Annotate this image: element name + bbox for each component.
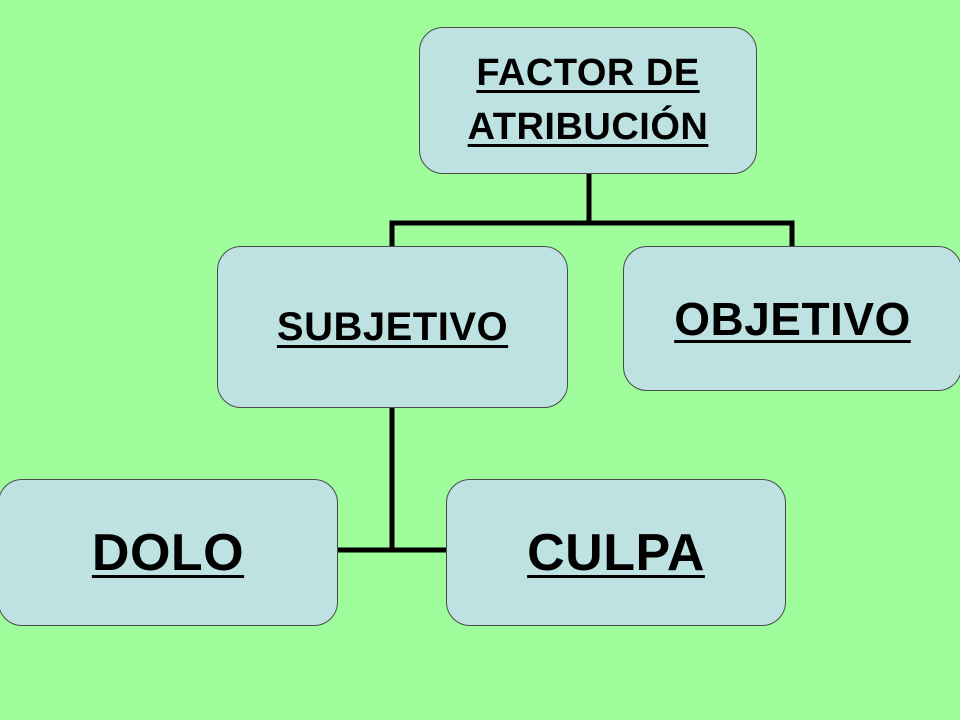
- node-objetivo: OBJETIVO: [623, 246, 960, 391]
- node-dolo-label: DOLO: [91, 523, 245, 582]
- node-factor-de-atribucion-label: FACTOR DE ATRIBUCIÓN: [467, 52, 709, 148]
- node-subjetivo-label: SUBJETIVO: [276, 304, 509, 349]
- node-dolo: DOLO: [0, 479, 338, 626]
- node-subjetivo: SUBJETIVO: [217, 246, 568, 408]
- node-culpa-label: CULPA: [527, 523, 705, 582]
- node-factor-de-atribucion: FACTOR DE ATRIBUCIÓN: [419, 27, 757, 174]
- node-objetivo-label: OBJETIVO: [674, 292, 911, 345]
- node-culpa: CULPA: [446, 479, 786, 626]
